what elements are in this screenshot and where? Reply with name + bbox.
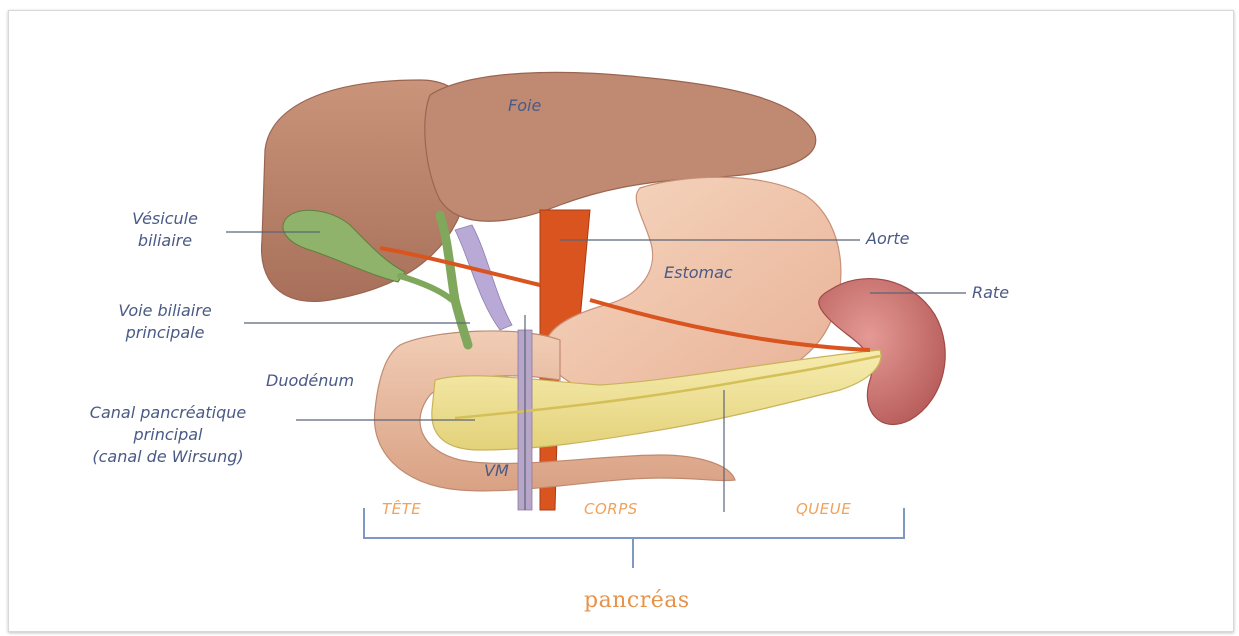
label-vesicule-line2: biliaire — [115, 230, 215, 252]
label-duodenum: Duodénum — [266, 370, 354, 392]
segment-queue: QUEUE — [796, 500, 851, 518]
label-canal-line1: Canal pancréatique — [50, 402, 286, 424]
label-pancreas: pancréas — [584, 588, 690, 613]
label-canal-pancreatique: Canal pancréatique principal (canal de W… — [50, 402, 286, 468]
label-canal-line2: principal — [50, 424, 286, 446]
label-canal-line3: (canal de Wirsung) — [50, 446, 286, 468]
label-foie: Foie — [508, 95, 541, 117]
label-rate: Rate — [972, 282, 1009, 304]
cystic-duct — [400, 276, 452, 300]
spleen — [819, 279, 945, 425]
label-estomac: Estomac — [664, 262, 733, 284]
label-aorte: Aorte — [866, 228, 909, 250]
label-vesicule: Vésicule biliaire — [115, 208, 215, 252]
label-voie-biliaire: Voie biliaire principale — [90, 300, 240, 344]
label-voie-line1: Voie biliaire — [90, 300, 240, 322]
segment-tete: TÊTE — [382, 500, 421, 518]
label-vm: VM — [484, 460, 509, 482]
label-voie-line2: principale — [90, 322, 240, 344]
label-vesicule-line1: Vésicule — [115, 208, 215, 230]
segment-corps: CORPS — [584, 500, 638, 518]
